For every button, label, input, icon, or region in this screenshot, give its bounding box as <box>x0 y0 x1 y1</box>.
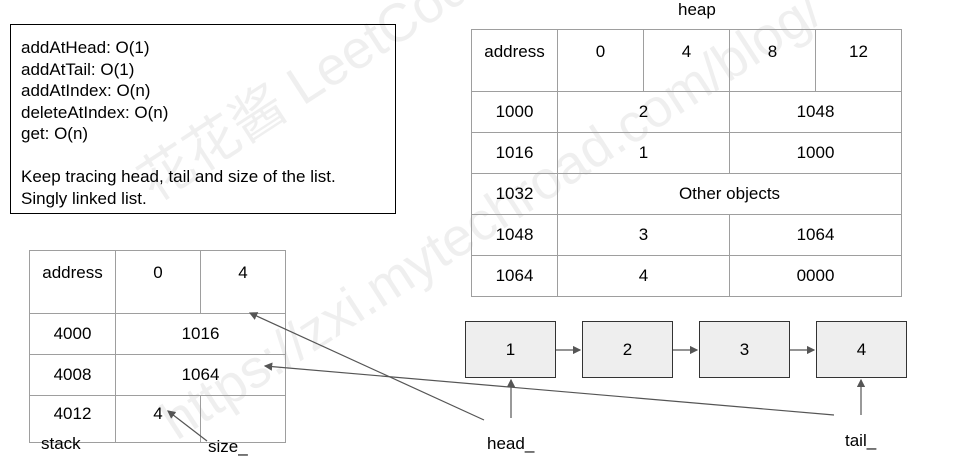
list-node: 4 <box>816 321 907 378</box>
stack-value-cell: 1016 <box>115 313 286 355</box>
stack-row-size: 4012 4 <box>29 395 286 443</box>
heap-header-cell: 0 <box>557 29 644 92</box>
heap-row: 1032 Other objects <box>471 173 902 215</box>
stack-header-row: address 0 4 <box>29 250 286 314</box>
stack-header-cell: 4 <box>200 250 286 314</box>
notes-line: deleteAtIndex: O(n) <box>21 102 169 122</box>
heap-row: 1016 1 1000 <box>471 132 902 174</box>
tail-label: tail_ <box>845 431 877 450</box>
stack-address-cell: 4000 <box>29 313 116 355</box>
stack-title: stack <box>41 434 81 453</box>
notes-line: addAtTail: O(1) <box>21 59 135 79</box>
heap-address-cell: 1000 <box>471 91 558 133</box>
arrow-tail-to-stack <box>263 362 835 416</box>
heap-header-row: address 0 4 8 12 <box>471 29 902 92</box>
heap-header-cell: 8 <box>729 29 816 92</box>
heap-address-cell: 1032 <box>471 173 558 215</box>
heap-value-cell: 1 <box>557 132 730 174</box>
heap-table: address 0 4 8 12 1000 2 1048 1016 1 1000… <box>471 29 902 297</box>
heap-header-cell: address <box>471 29 558 92</box>
arrow-size-to-stack <box>167 410 208 442</box>
heap-row: 1000 2 1048 <box>471 91 902 133</box>
complexity-notes-box: addAtHead: O(1) addAtTail: O(1) addAtInd… <box>10 24 396 214</box>
stack-row-head: 4000 1016 <box>29 313 286 355</box>
stack-table: address 0 4 4000 1016 4008 1064 4012 4 <box>29 250 286 443</box>
heap-next-cell: 1000 <box>729 132 902 174</box>
stack-address-cell: 4012 <box>29 395 116 443</box>
heap-merged-cell: Other objects <box>557 173 902 215</box>
arrow-head-to-stack <box>248 312 485 421</box>
heap-address-cell: 1064 <box>471 255 558 297</box>
heap-address-cell: 1016 <box>471 132 558 174</box>
stack-header-cell: address <box>29 250 116 314</box>
head-label: head_ <box>487 434 535 453</box>
list-node: 2 <box>582 321 673 378</box>
stack-address-cell: 4008 <box>29 354 116 396</box>
notes-line: get: O(n) <box>21 124 89 143</box>
stack-row-tail: 4008 1064 <box>29 354 286 396</box>
stack-value-cell: 1064 <box>115 354 286 396</box>
heap-value-cell: 3 <box>557 214 730 256</box>
list-node: 3 <box>699 321 790 378</box>
heap-row: 1064 4 0000 <box>471 255 902 297</box>
size-label: size_ <box>208 437 248 456</box>
heap-next-cell: 0000 <box>729 255 902 297</box>
list-node: 1 <box>465 321 556 378</box>
notes-line: Keep tracing head, tail and size of the … <box>21 167 336 186</box>
stack-header-cell: 0 <box>115 250 201 314</box>
stack-empty-cell <box>200 395 286 443</box>
notes-line: addAtHead: O(1) <box>21 38 150 57</box>
notes-line: addAtIndex: O(n) <box>21 81 151 100</box>
notes-line: Singly linked list. <box>21 188 147 208</box>
heap-value-cell: 4 <box>557 255 730 297</box>
heap-title: heap <box>678 0 716 19</box>
heap-header-cell: 4 <box>643 29 730 92</box>
